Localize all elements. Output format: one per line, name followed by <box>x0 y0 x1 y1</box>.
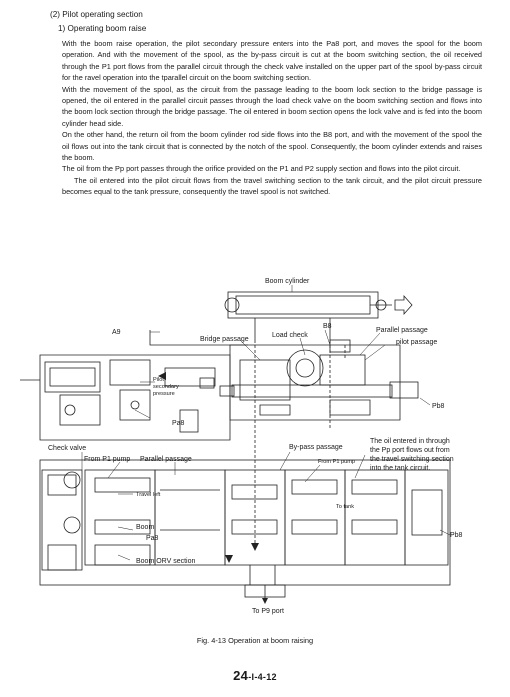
label-parallel-passage: Parallel passage <box>376 327 428 334</box>
label-bridge-passage: Bridge passage <box>200 336 249 343</box>
label-pa8: Pa8 <box>172 420 185 427</box>
label-a9: A9 <box>112 329 121 336</box>
page-number: 24-I-4-12 <box>0 668 510 683</box>
label-from-p1-pump: From P1 pump <box>84 456 130 463</box>
label-pb8: Pb8 <box>450 532 463 539</box>
label-bypass-passage: By-pass passage <box>289 444 343 451</box>
label-pa8: Pa8 <box>146 535 159 542</box>
page-number-suffix: -I-4-12 <box>248 672 277 682</box>
note-line: the Pp port flows out from <box>370 447 450 454</box>
label-pilot-secondary: Pilot <box>153 377 164 383</box>
control-valve-body <box>39 459 451 598</box>
label-parallel-passage: Parallel passage <box>140 456 192 463</box>
figure-caption: Fig. 4-13 Operation at boom raising <box>196 636 314 645</box>
note-line: the travel switching section <box>370 456 454 463</box>
paragraph: The oil from the Pp port passes through … <box>62 164 461 174</box>
body-text: With the boom raise operation, the pilot… <box>62 38 482 198</box>
label-to-p9-port: To P9 port <box>252 608 284 615</box>
label-to-tank: To tank <box>336 504 354 510</box>
label-pilot-passage: pilot passage <box>396 339 437 346</box>
boom-switching-section <box>219 339 419 421</box>
boom-lock-section <box>20 354 231 441</box>
label-pilot-secondary: pressure <box>153 391 175 397</box>
note-line: into the tank circuit. <box>370 465 430 472</box>
label-boom: Boom <box>136 524 154 531</box>
label-boom-cylinder: Boom cylinder <box>265 278 310 285</box>
section-title: (2) Pilot operating section <box>50 10 143 19</box>
paragraph: With the movement of the spool, as the c… <box>62 84 482 128</box>
label-travel-left: Travel left <box>136 492 161 498</box>
label-from-p1-pump: From P1 pump <box>318 459 355 465</box>
page-number-main: 24 <box>233 668 249 683</box>
note-line: The oil entered in through <box>370 438 450 445</box>
subsection-title: 1) Operating boom raise <box>58 24 147 33</box>
boom-cylinder <box>224 291 413 340</box>
label-pb8: Pb8 <box>432 403 445 410</box>
label-pilot-secondary: secondary <box>153 384 179 390</box>
label-load-check: Load check <box>272 332 308 339</box>
paragraph: With the boom raise operation, the pilot… <box>62 39 482 83</box>
label-boom-orv: Boom ORV section <box>136 558 196 565</box>
paragraph: On the other hand, the return oil from t… <box>62 130 482 163</box>
label-check-valve: Check valve <box>48 445 86 452</box>
label-b8: B8 <box>323 323 332 330</box>
paragraph: The oil entered into the pilot circuit f… <box>62 175 482 197</box>
